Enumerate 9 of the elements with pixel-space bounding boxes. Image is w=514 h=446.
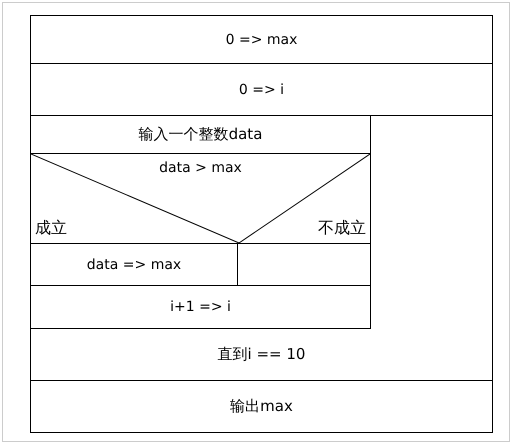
process-box: 输出max <box>30 380 493 433</box>
process-box: i+1 => i <box>30 285 371 329</box>
true-branch-label: 成立 <box>35 218 67 239</box>
condition-text: data > max <box>159 160 242 176</box>
loop-condition: 直到i == 10 <box>218 345 306 364</box>
process-box: 0 => max <box>30 15 493 64</box>
process-box: 0 => i <box>30 63 493 116</box>
false-branch-label: 不成立 <box>318 218 366 239</box>
loop-block <box>30 115 493 381</box>
